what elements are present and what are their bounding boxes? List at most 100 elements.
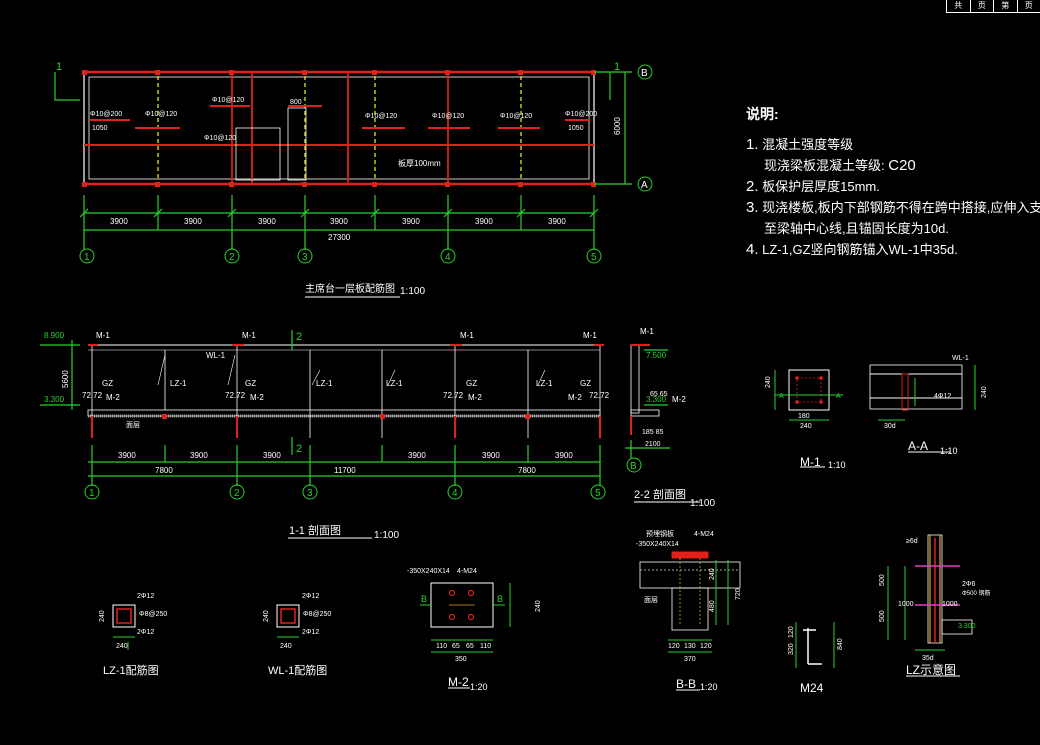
detail-lz1 bbox=[112, 604, 136, 650]
s22-elev: 7.500 bbox=[646, 351, 667, 360]
sec-dim: 3900 bbox=[482, 451, 500, 460]
axis-label: 1 bbox=[84, 252, 90, 263]
section22-scale: 1:100 bbox=[690, 498, 715, 509]
wl1-dim: 240 bbox=[263, 610, 270, 622]
row-label-a: A bbox=[641, 180, 648, 191]
cut-mark: 2 bbox=[296, 443, 302, 455]
m24-dim: 320 bbox=[788, 643, 795, 655]
sec-dim: 3900 bbox=[555, 451, 573, 460]
lz-label: 1000 bbox=[942, 601, 958, 608]
rebar-label: Φ10@200 bbox=[565, 111, 597, 118]
label-m2: M-2 bbox=[250, 393, 264, 402]
detail-m2-texts: -350X240X14 4-M24 B B 110 65 65 110 350 … bbox=[407, 568, 542, 692]
label-7272: 72.72 bbox=[225, 391, 246, 400]
label-lz1: LZ-1 bbox=[316, 379, 333, 388]
s22-dim: 2100 bbox=[645, 441, 661, 448]
plan-dim: 3900 bbox=[258, 217, 276, 226]
axis-label: 4 bbox=[445, 252, 451, 263]
rebar-label: Φ10@120 bbox=[204, 135, 236, 142]
detail-m1 bbox=[774, 369, 843, 468]
elev-top: 8.900 bbox=[44, 331, 65, 340]
label-gz: GZ bbox=[580, 379, 591, 388]
lz1-label: Φ8@250 bbox=[139, 611, 167, 618]
label-gz: GZ bbox=[466, 379, 477, 388]
m2-dim: 240 bbox=[535, 600, 542, 612]
lz1-label: 2Φ12 bbox=[137, 629, 154, 636]
lz-label: 2Φ6 bbox=[962, 581, 975, 588]
lz-label: 500 bbox=[879, 610, 886, 622]
rebar-dim: 1050 bbox=[92, 125, 108, 132]
section-height: 5600 bbox=[61, 370, 70, 388]
s22-dim: 65 65 bbox=[650, 391, 668, 398]
plan-texts: 1 1 B A 6000 3900 3900 3900 3900 3900 39… bbox=[56, 61, 648, 297]
m2-dim: 350 bbox=[455, 656, 467, 663]
section11-scale: 1:100 bbox=[374, 530, 399, 541]
bb-dim: 370 bbox=[684, 656, 696, 663]
section-mark-1b: 1 bbox=[614, 61, 620, 73]
section-1-1 bbox=[40, 330, 606, 539]
rebar-label: Φ10@120 bbox=[145, 111, 177, 118]
lz1-title: LZ-1配筋图 bbox=[103, 663, 159, 677]
cut-mark: 2 bbox=[296, 331, 302, 343]
m2-dim: 65 bbox=[466, 643, 474, 650]
rebar-label: Φ10@120 bbox=[212, 97, 244, 104]
design-notes: 说明: 1. 混凝土强度等级 现浇梁板混凝土等级: C20 2. 板保护层厚度1… bbox=[746, 104, 1040, 260]
m1-dim: 240 bbox=[800, 423, 812, 430]
m2-scale: 1:20 bbox=[470, 682, 488, 692]
axis-label: 3 bbox=[307, 488, 313, 499]
s22-axis: B bbox=[630, 461, 637, 472]
m2-dim: 110 bbox=[480, 643, 491, 650]
plan-dim: 3900 bbox=[330, 217, 348, 226]
sec-dim2: 11700 bbox=[334, 466, 356, 475]
rebar-label: Φ10@120 bbox=[500, 113, 532, 120]
detail-lz-texts: ≥6d 500 500 1000 2Φ6 Φ500 钢筋 1000 3.300 … bbox=[879, 538, 990, 677]
axis-label: 1 bbox=[89, 488, 95, 499]
note-item: 现浇梁板混凝土等级: C20 bbox=[764, 157, 916, 174]
label-mianceng: 面层 bbox=[126, 421, 140, 429]
slab-note: 板厚100mm bbox=[398, 158, 441, 168]
label-m1: M-1 bbox=[242, 331, 256, 340]
label-gz: GZ bbox=[102, 379, 113, 388]
s22-m2: M-2 bbox=[672, 395, 686, 404]
bb-label: 4-M24 bbox=[694, 531, 714, 538]
rebar-label: Φ10@200 bbox=[90, 111, 122, 118]
aa-rebar: 4Φ12 bbox=[934, 393, 951, 400]
detail-bb bbox=[639, 551, 741, 691]
label-m1: M-1 bbox=[460, 331, 474, 340]
label-7272: 72.72 bbox=[589, 391, 610, 400]
notes-title: 说明: bbox=[746, 106, 779, 122]
title-cell: 页 bbox=[971, 0, 994, 12]
s22-m1: M-1 bbox=[640, 327, 654, 336]
m2-label: 4-M24 bbox=[457, 568, 477, 575]
m24-title: M24 bbox=[800, 681, 824, 695]
detail-lz bbox=[887, 534, 973, 677]
detail-wl1-texts: 2Φ12 Φ8@250 2Φ12 240 240 WL-1配筋图 bbox=[263, 593, 331, 677]
plan-title: 主席台一层板配筋图 bbox=[305, 282, 395, 295]
axis-label: 3 bbox=[302, 252, 308, 263]
lz-label: ≥6d bbox=[906, 538, 918, 545]
m1-title: M-1 bbox=[800, 455, 821, 469]
bb-label: -350X240X14 bbox=[636, 541, 679, 548]
note-item: 4. LZ-1,GZ竖向钢筋锚入WL-1中35d. bbox=[746, 241, 958, 258]
lz1-dim: 240 bbox=[116, 643, 128, 650]
rebar-dim: 1050 bbox=[568, 125, 584, 132]
detail-aa-texts: WL-1 4Φ12 240 30d A-A 1:10 bbox=[884, 355, 988, 456]
plan-total-dim: 27300 bbox=[328, 233, 351, 242]
detail-m24-texts: 120 320 840 M24 bbox=[788, 626, 844, 695]
sec-dim2: 7800 bbox=[155, 466, 173, 475]
label-m1: M-1 bbox=[96, 331, 110, 340]
wl1-label: 2Φ12 bbox=[302, 593, 319, 600]
detail-lz1-texts: 2Φ12 Φ8@250 2Φ12 240 240 LZ-1配筋图 bbox=[99, 593, 167, 677]
wl1-label: Φ8@250 bbox=[303, 611, 331, 618]
m1-cut: A bbox=[836, 393, 841, 400]
lz-label: 1000 bbox=[898, 601, 914, 608]
detail-wl1 bbox=[276, 604, 300, 638]
m1-dim: 180 bbox=[798, 413, 810, 420]
title-cell: 页 bbox=[1018, 0, 1040, 12]
plan-scale: 1:100 bbox=[400, 286, 425, 297]
section-2-2-texts: M-1 7.500 3.300 M-2 65 65 185 85 2100 B … bbox=[630, 327, 715, 509]
aa-scale: 1:10 bbox=[940, 446, 958, 456]
axis-label: 2 bbox=[234, 488, 240, 499]
section22-title: 2-2 剖面图 bbox=[634, 487, 686, 501]
